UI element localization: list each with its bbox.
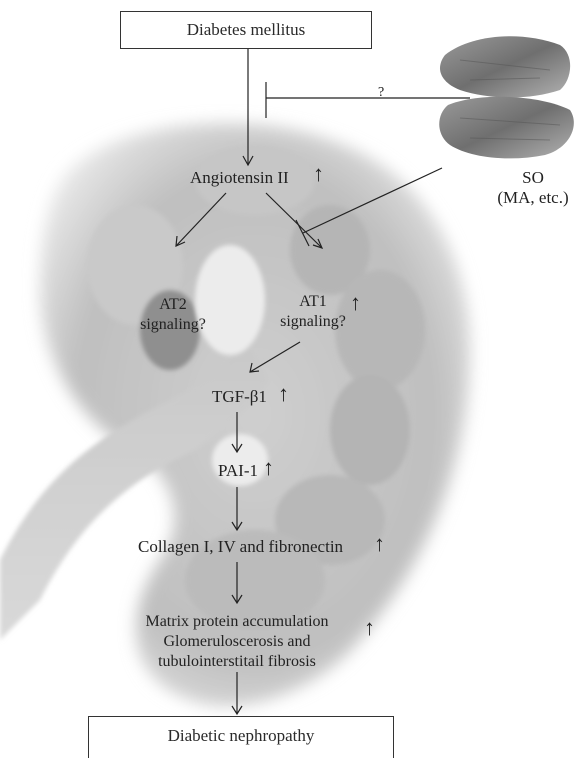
so-name: SO xyxy=(488,168,578,188)
at2-line2: signaling? xyxy=(128,315,218,335)
so-specimen xyxy=(439,36,574,158)
collagen-up-arrow: ↑ xyxy=(374,534,385,554)
matrix-line3: tubulointerstitail fibrosis xyxy=(106,652,368,672)
diabetes-label: Diabetes mellitus xyxy=(187,20,306,39)
at1-line1: AT1 xyxy=(268,292,358,312)
nephropathy-box: Diabetic nephropathy xyxy=(88,716,394,758)
matrix-line2: Glomeruloscerosis and xyxy=(106,632,368,652)
at1-label: AT1 signaling? xyxy=(268,292,358,332)
so-sublabel: (MA, etc.) xyxy=(488,188,578,208)
so-label: SO (MA, etc.) xyxy=(488,168,578,208)
at1-line2: signaling? xyxy=(268,312,358,332)
matrix-line1: Matrix protein accumulation xyxy=(106,612,368,632)
pai-label: PAI-1 xyxy=(218,461,258,481)
angiotensin-up-arrow: ↑ xyxy=(313,164,324,184)
tgf-up-arrow: ↑ xyxy=(278,384,289,404)
at2-line1: AT2 xyxy=(128,295,218,315)
unknown-mark: ? xyxy=(378,83,384,103)
diabetes-box: Diabetes mellitus xyxy=(120,11,372,49)
nephropathy-label: Diabetic nephropathy xyxy=(168,726,315,745)
at1-up-arrow: ↑ xyxy=(350,293,361,313)
pai-up-arrow: ↑ xyxy=(263,458,274,478)
at2-label: AT2 signaling? xyxy=(128,295,218,335)
angiotensin-label: Angiotensin II xyxy=(190,168,289,188)
matrix-up-arrow: ↑ xyxy=(364,618,375,638)
matrix-label: Matrix protein accumulation Glomerulosce… xyxy=(106,612,368,672)
tgf-label: TGF-β1 xyxy=(212,387,267,407)
collagen-label: Collagen I, IV and fibronectin xyxy=(138,537,343,557)
